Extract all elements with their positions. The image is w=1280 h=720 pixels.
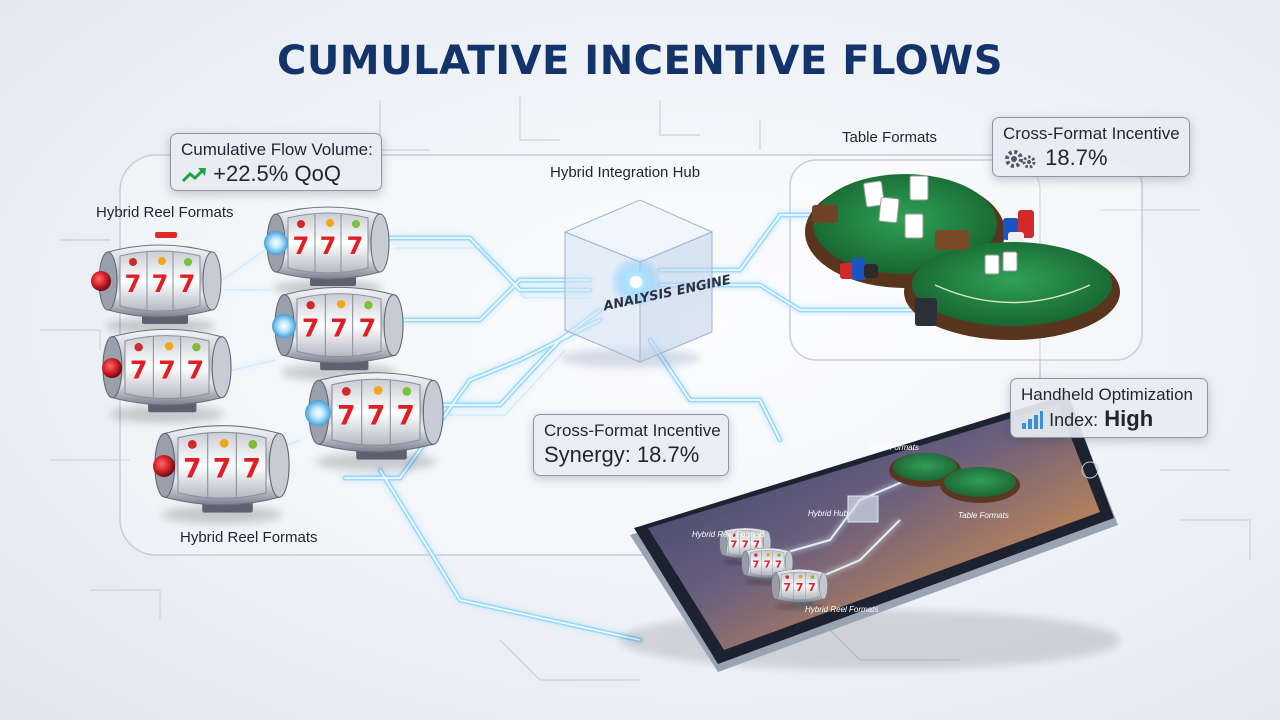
handheld-label: Handheld Optimization: [1021, 385, 1193, 404]
tablet-label-hub: Hybrid Hub: [808, 509, 849, 518]
hub-label: Hybrid Integration Hub: [550, 164, 701, 181]
chip-pile-icon: [840, 258, 878, 280]
blue-light-icon: [264, 231, 288, 255]
reel-unit-3: [102, 329, 231, 422]
tablet-label-table: Table Formats: [868, 443, 919, 452]
red-button-icon: [91, 271, 111, 291]
chip-stack-icon: [1003, 210, 1034, 244]
hybrid-reel-label-bottom: Hybrid Reel Formats: [180, 529, 318, 546]
trend-up-arrow-icon: [181, 168, 206, 183]
handheld-value: High: [1104, 406, 1154, 431]
handheld-callout: Handheld Optimization Index: High: [1010, 378, 1208, 438]
cross-format-label: Cross-Format Incentive: [1003, 124, 1180, 143]
tablet-device: Hybrid Reel Formats Hybrid Hub Table For…: [620, 394, 1120, 672]
handheld-value-prefix: Index:: [1049, 410, 1099, 430]
reel-unit-4: [272, 287, 403, 380]
cross-format-value: 18.7%: [1045, 145, 1108, 170]
gears-icon: [1005, 150, 1036, 169]
cross-format-callout: Cross-Format Incentive 18.7%: [992, 117, 1190, 177]
reel-unit-6: [305, 373, 443, 471]
tablet-label-table-2: Table Formats: [958, 511, 1009, 520]
reel-unit-2: [264, 207, 389, 296]
hybrid-reel-label-top: Hybrid Reel Formats: [96, 204, 234, 221]
tablet-label-reel: Hybrid Reel Formats: [692, 530, 765, 539]
reel-unit-5: [153, 426, 289, 524]
flow-volume-value: +22.5% QoQ: [213, 161, 341, 186]
signal-bars-icon: [1022, 411, 1043, 430]
synergy-value: Synergy: 18.7%: [544, 442, 700, 467]
card-table-bottom: [904, 230, 1120, 340]
tablet-label-reel-2: Hybrid Reel Formats: [805, 605, 878, 614]
analysis-engine-cube: ANALYSIS ENGINE: [560, 199, 732, 368]
reel-indicator-light: [155, 232, 177, 238]
synergy-callout: Cross-Format Incentive Synergy: 18.7%: [533, 414, 729, 476]
table-formats-label: Table Formats: [842, 129, 938, 146]
page-title: CUMULATIVE INCENTIVE FLOWS: [276, 38, 1004, 84]
flow-volume-label: Cumulative Flow Volume:: [181, 140, 373, 159]
reel-unit-1: [91, 245, 221, 334]
flow-volume-callout: Cumulative Flow Volume: +22.5% QoQ: [170, 133, 382, 191]
synergy-label: Cross-Format Incentive: [544, 421, 721, 440]
